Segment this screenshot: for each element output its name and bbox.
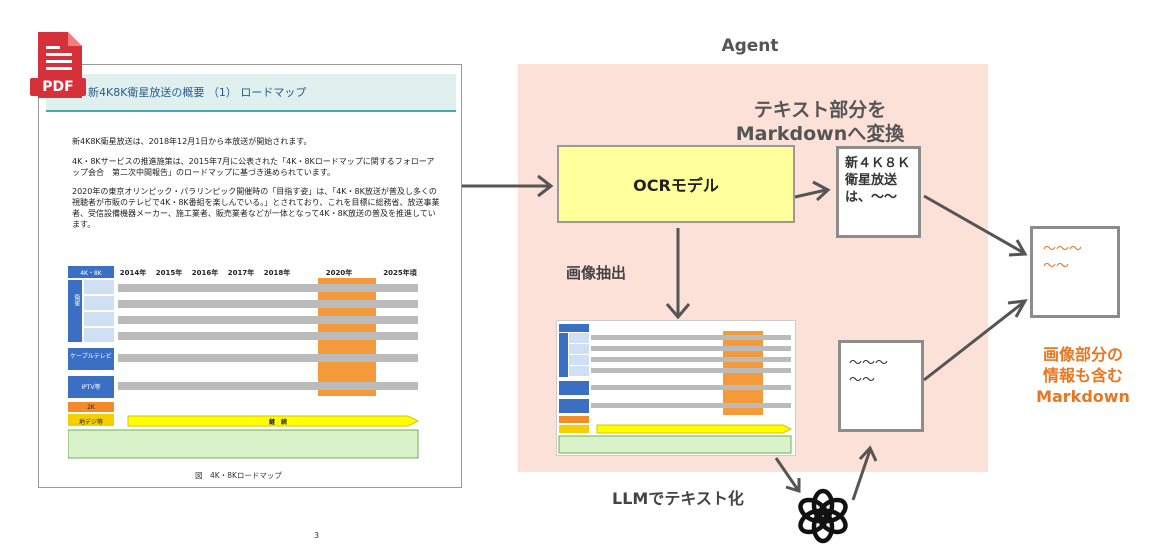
llm-output-note: ～～～ ～～ <box>838 340 924 432</box>
llm-logo-icon <box>794 487 852 545</box>
ocr-output-note: 新４Ｋ８Ｋ衛星放送は、～～ <box>836 146 921 238</box>
result-line3: Markdown <box>1036 387 1130 406</box>
pdf-paragraph-2: 4K・8Kサービスの推進施策は、2015年7月に公表された「4K・8Kロードマッ… <box>72 157 435 177</box>
roadmap-year-2025: 2025年頃 <box>383 269 417 277</box>
arrow-note-to-final-head <box>1008 239 1028 257</box>
roadmap-year-2018: 2018年 <box>263 269 291 277</box>
arrow-llm-note-to-final-head <box>1007 299 1028 318</box>
convert-label: テキスト部分を Markdownへ変換 <box>700 98 940 146</box>
ocr-model-box: OCRモデル <box>557 145 795 223</box>
roadmap-corner: 4K・8K <box>80 270 102 277</box>
final-markdown-note: ～～～ ～～ <box>1030 226 1120 318</box>
pdf-caption: 図 4K・8Kロードマップ <box>195 471 282 480</box>
convert-label-line2: Markdownへ変換 <box>735 123 905 145</box>
pdf-icon-label: PDF <box>30 78 86 96</box>
llm-output-line1: ～～～ <box>849 356 889 371</box>
extracted-image <box>556 320 796 456</box>
image-extract-label: 画像抽出 <box>566 264 627 282</box>
result-line2: 情報も含む <box>1042 366 1123 385</box>
roadmap-graphic <box>68 266 420 459</box>
roadmap-continuation: 継 続 <box>268 419 287 426</box>
roadmap-row-iptv: IPTV等 <box>81 384 101 391</box>
roadmap-year-2014: 2014年 <box>119 269 147 277</box>
llm-label: LLMでテキスト化 <box>612 489 744 508</box>
roadmap-row-cable: ケーブルテレビ <box>70 353 112 360</box>
roadmap-year-2017: 2017年 <box>227 269 255 277</box>
final-output-line1: ～～～ <box>1043 242 1083 257</box>
roadmap-year-2016: 2016年 <box>191 269 219 277</box>
pdf-title-bar <box>46 74 456 112</box>
ocr-model-label: OCRモデル <box>633 176 719 195</box>
agent-title: Agent <box>721 36 779 56</box>
final-output-line2: ～～ <box>1043 259 1070 274</box>
result-line1: 画像部分の <box>1042 345 1123 364</box>
roadmap-row-digital: 地デジ等 <box>78 419 103 426</box>
pdf-paragraph-1: 新4K8K衛星放送は、2018年12月1日から本放送が開始されます。 <box>72 137 312 146</box>
roadmap-row-satellite: 衛星 <box>73 294 80 306</box>
roadmap-year-2015: 2015年 <box>155 269 183 277</box>
result-label: 画像部分の 情報も含む Markdown <box>1018 344 1148 407</box>
pdf-paragraph-3: 2020年の東京オリンピック・パラリンピック開催時の「目指す姿」は、「4K・8K… <box>72 187 440 229</box>
ocr-output-text: 新４Ｋ８Ｋ衛星放送は、～～ <box>845 156 911 205</box>
convert-label-line1: テキスト部分を <box>753 99 887 121</box>
pdf-title: 新4K8K衛星放送の概要 （1） ロードマップ <box>88 86 307 99</box>
roadmap-year-2020: 2020年 <box>325 269 353 277</box>
extracted-roadmap-graphic <box>558 324 793 454</box>
llm-output-line2: ～～ <box>849 373 876 388</box>
roadmap-row-2k: 2K <box>87 404 95 411</box>
pdf-page-number: 3 <box>314 531 320 540</box>
roadmap-figure: 4K・8K 2014年 2015年 2016年 2017年 2018年 2020… <box>68 266 428 461</box>
